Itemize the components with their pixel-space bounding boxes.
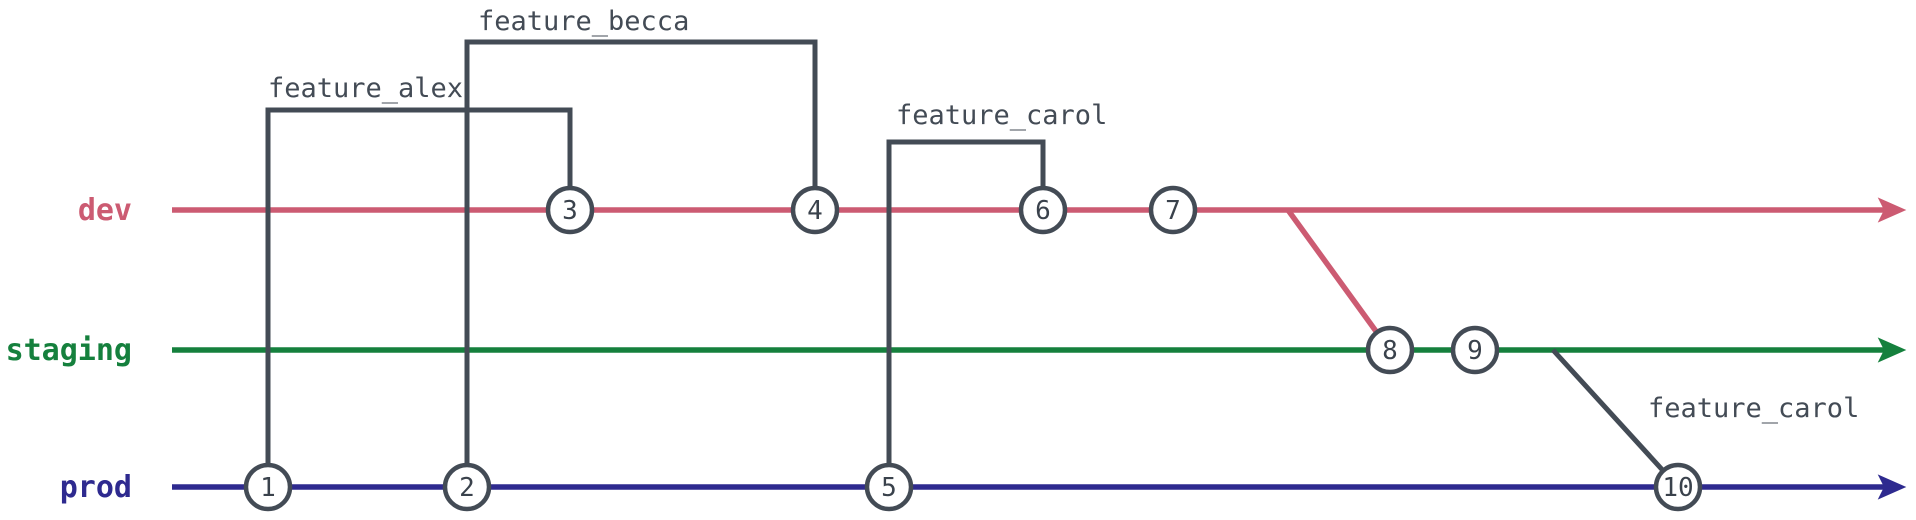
lane-label-prod: prod (60, 470, 132, 505)
commit-circle[interactable] (790, 185, 840, 235)
commit-number: 2 (459, 473, 475, 503)
branch-path-feature-carol-prod[interactable] (1551, 348, 1680, 489)
commit-node-5[interactable]: 5 (864, 462, 914, 512)
commit-circle[interactable] (545, 185, 595, 235)
branch-path-feature-alex[interactable] (265, 107, 573, 487)
commit-number: 1 (260, 473, 276, 503)
commit-node-1[interactable]: 1 (243, 462, 293, 512)
feature-branch-paths (265, 39, 1680, 489)
commit-circle[interactable] (864, 462, 914, 512)
branch-path-feature-becca[interactable] (464, 39, 818, 487)
branch-label-feature-becca: feature_becca (478, 6, 689, 37)
merge-path-dev-to-staging[interactable] (1285, 208, 1381, 336)
commit-circle[interactable] (1653, 462, 1703, 512)
lane-labels: dev staging prod (6, 193, 132, 505)
commit-node-10[interactable]: 10 (1653, 462, 1703, 512)
merge-lines (1285, 208, 1381, 336)
commit-node-7[interactable]: 7 (1148, 185, 1198, 235)
lane-label-dev: dev (78, 193, 132, 228)
commit-number: 7 (1165, 196, 1181, 226)
commit-circle[interactable] (1018, 185, 1068, 235)
commit-circle[interactable] (1450, 325, 1500, 375)
commit-node-9[interactable]: 9 (1450, 325, 1500, 375)
commit-node-4[interactable]: 4 (790, 185, 840, 235)
commit-node-3[interactable]: 3 (545, 185, 595, 235)
commit-number: 9 (1467, 336, 1483, 366)
commit-circle[interactable] (442, 462, 492, 512)
lane-label-staging: staging (6, 333, 132, 368)
commit-number: 5 (881, 473, 897, 503)
commit-number: 8 (1382, 336, 1398, 366)
commit-circle[interactable] (1365, 325, 1415, 375)
branch-label-feature-alex: feature_alex (268, 73, 463, 104)
branch-label-feature-carol-dev: feature_carol (896, 100, 1107, 131)
branch-path-feature-carol-dev[interactable] (886, 139, 1046, 487)
commit-node-6[interactable]: 6 (1018, 185, 1068, 235)
commit-number: 10 (1662, 473, 1693, 503)
commit-node-2[interactable]: 2 (442, 462, 492, 512)
branch-labels: feature_alex feature_becca feature_carol… (268, 6, 1859, 424)
commit-number: 4 (807, 196, 823, 226)
commit-number: 3 (562, 196, 578, 226)
commit-circle[interactable] (1148, 185, 1198, 235)
branch-label-feature-carol-prod: feature_carol (1648, 393, 1859, 424)
commit-circle[interactable] (243, 462, 293, 512)
commit-number: 6 (1035, 196, 1051, 226)
commit-nodes: 1 2 3 4 5 6 (243, 185, 1703, 512)
commit-node-8[interactable]: 8 (1365, 325, 1415, 375)
